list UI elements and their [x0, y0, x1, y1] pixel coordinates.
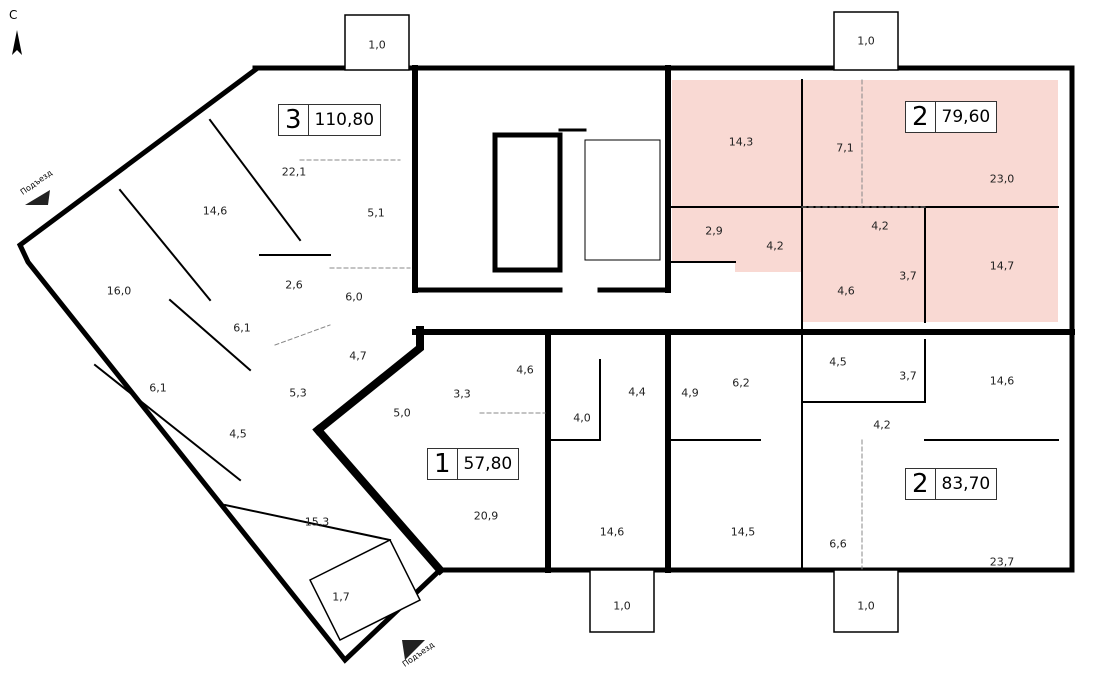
apartment-badge[interactable]: 3 110,80: [278, 104, 382, 136]
balcony-area: 1,7: [332, 590, 350, 604]
apartment-badge[interactable]: 2 79,60: [905, 101, 998, 133]
room-area: 14,6: [599, 525, 625, 539]
north-label: С: [9, 8, 18, 22]
room-count: 2: [906, 102, 936, 132]
room-area: 5,1: [367, 206, 385, 220]
room-area: 2,6: [285, 278, 303, 292]
apartment-badge[interactable]: 1 57,80: [427, 448, 520, 480]
room-area: 4,4: [628, 385, 646, 399]
room-area: 14,5: [730, 525, 756, 539]
room-area: 23,7: [989, 555, 1015, 569]
room-area: 3,7: [899, 369, 917, 383]
room-area: 20,9: [473, 509, 499, 523]
balcony-area: 1,0: [613, 599, 631, 613]
balcony-area: 1,0: [368, 38, 386, 52]
apartment-area: 79,60: [941, 107, 991, 127]
room-area: 6,1: [149, 381, 167, 395]
balcony: [308, 538, 422, 642]
room-area: 4,2: [766, 239, 784, 253]
north-arrow-icon: [12, 30, 22, 55]
room-area: 14,7: [989, 259, 1015, 273]
room-area: 22,1: [281, 165, 307, 179]
room-area: 4,5: [229, 427, 247, 441]
room-area: 15,3: [304, 515, 330, 529]
outer-wall: [16, 65, 1075, 664]
room-area: 16,0: [106, 284, 132, 298]
room-area: 23,0: [989, 172, 1015, 186]
room-area: 6,6: [829, 537, 847, 551]
room-area: 4,0: [573, 411, 591, 425]
balcony-area: 1,0: [857, 34, 875, 48]
room-area: 4,5: [829, 355, 847, 369]
apartment-area: 83,70: [941, 474, 991, 494]
balcony: [833, 569, 899, 633]
balcony: [833, 11, 899, 71]
apartment-area: 110,80: [314, 110, 375, 130]
room-area: 4,6: [837, 284, 855, 298]
room-area: 4,9: [681, 386, 699, 400]
room-area: 4,2: [871, 219, 889, 233]
room-area: 4,7: [349, 349, 367, 363]
room-count: 1: [428, 449, 458, 479]
balcony: [589, 569, 655, 633]
room-area: 4,2: [873, 418, 891, 432]
room-area: 3,7: [899, 269, 917, 283]
entrance-arrow-icon: [25, 190, 50, 205]
room-area: 6,2: [732, 376, 750, 390]
entrance-arrow-icon: [402, 640, 425, 660]
room-count: 2: [906, 469, 936, 499]
balcony: [344, 14, 410, 71]
room-area: 14,6: [202, 204, 228, 218]
highlighted-apartment-2-79-60: [672, 80, 1058, 322]
room-area: 14,3: [728, 135, 754, 149]
room-area: 4,6: [516, 363, 534, 377]
room-area: 2,9: [705, 224, 723, 238]
room-area: 6,0: [345, 290, 363, 304]
apartment-area: 57,80: [463, 454, 513, 474]
balcony-area: 1,0: [857, 599, 875, 613]
room-area: 7,1: [836, 141, 854, 155]
room-area: 14,6: [989, 374, 1015, 388]
room-area: 5,0: [393, 406, 411, 420]
apartment-badge[interactable]: 2 83,70: [905, 468, 998, 500]
room-area: 6,1: [233, 321, 251, 335]
room-area: 5,3: [289, 386, 307, 400]
room-count: 3: [279, 105, 309, 135]
room-area: 3,3: [453, 387, 471, 401]
